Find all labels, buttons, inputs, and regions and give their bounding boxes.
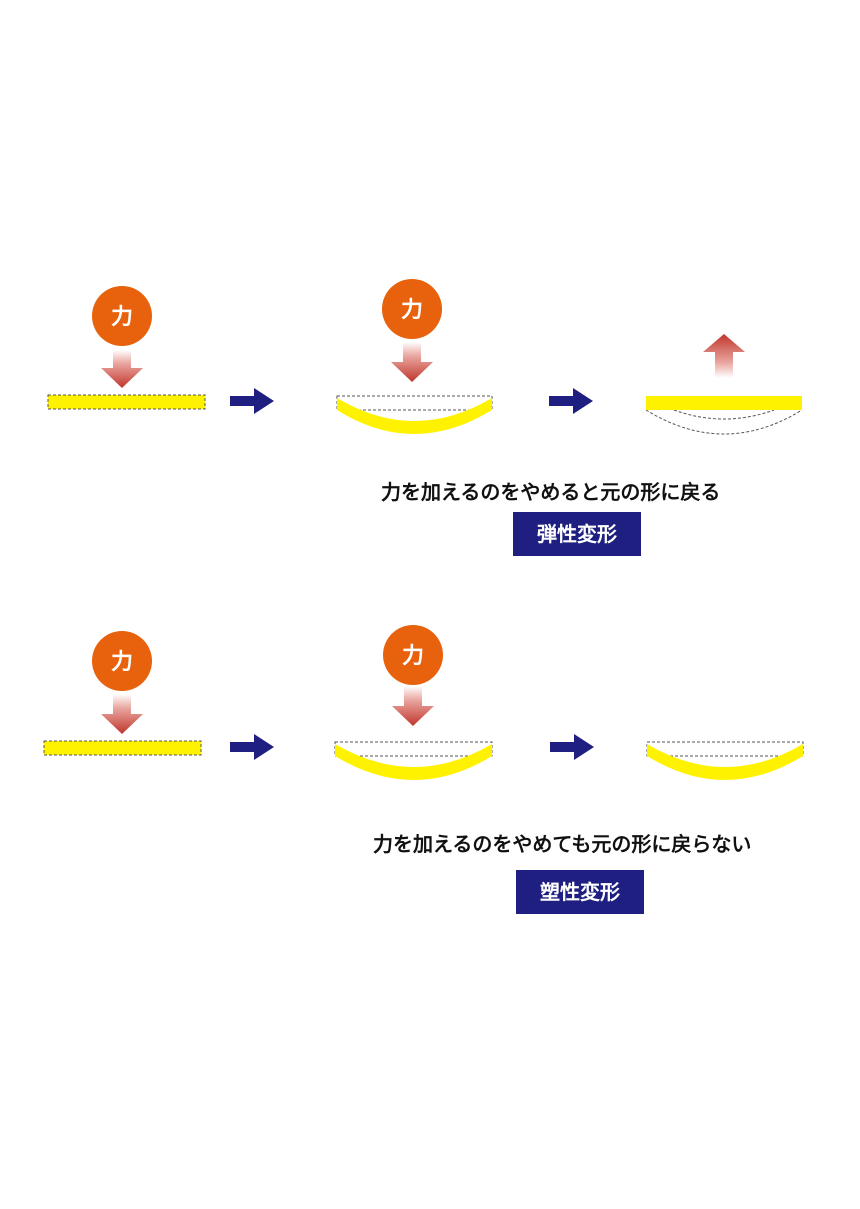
bent-beam	[337, 398, 492, 434]
straight-beam	[47, 394, 206, 410]
force-circle	[92, 631, 152, 691]
row1-panel2: 力	[336, 279, 493, 434]
straight-beam	[43, 740, 202, 756]
original-shape-outline	[646, 741, 804, 757]
force-label: 力	[111, 305, 133, 330]
right-arrow-icon	[230, 388, 274, 414]
row1-panel1: 力	[47, 286, 206, 410]
down-force-arrow	[391, 342, 433, 382]
permanently-bent-beam	[647, 744, 803, 780]
force-label: 力	[402, 644, 424, 669]
row1-panel3	[645, 334, 803, 435]
elastic-badge: 弾性変形	[513, 512, 641, 556]
plastic-caption: 力を加えるのをやめても元の形に戻らない	[373, 832, 752, 856]
original-shape-outline	[336, 395, 493, 411]
plastic-badge: 塑性変形	[516, 870, 644, 914]
row2-panel1: 力	[43, 631, 202, 756]
down-force-arrow	[101, 350, 143, 388]
force-circle	[383, 625, 443, 685]
elastic-caption: 力を加えるのをやめると元の形に戻る	[381, 480, 721, 504]
right-arrow-icon	[230, 734, 274, 760]
row2-panel2: 力	[334, 625, 493, 780]
row2-panel3	[646, 741, 804, 780]
up-force-arrow	[703, 334, 745, 378]
down-force-arrow	[101, 694, 143, 734]
down-force-arrow	[392, 686, 434, 726]
force-circle	[382, 279, 442, 339]
right-arrow-icon	[549, 388, 593, 414]
force-label: 力	[401, 298, 423, 323]
right-arrow-icon	[550, 734, 594, 760]
force-circle	[92, 286, 152, 346]
original-shape-outline	[334, 741, 493, 757]
restored-beam	[646, 396, 802, 410]
bent-shape-outline	[645, 409, 803, 435]
bent-beam	[335, 744, 492, 780]
force-label: 力	[111, 650, 133, 675]
